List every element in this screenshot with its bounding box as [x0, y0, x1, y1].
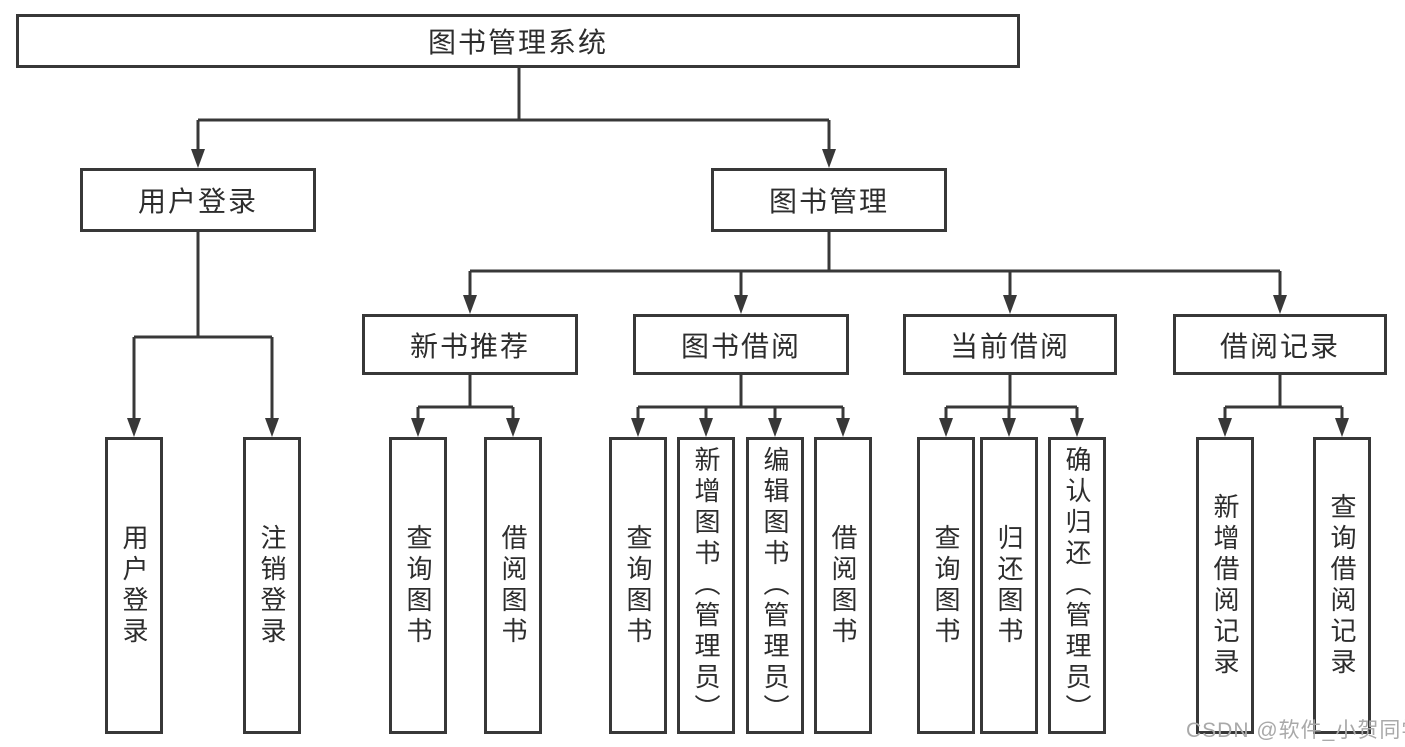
node-current-borrow: 当前借阅	[903, 314, 1117, 375]
watermark: CSDN @软件_小贺同学	[1186, 719, 1405, 742]
node-current-borrow-label: 当前借阅	[949, 330, 1070, 362]
node-book-borrow: 图书借阅	[633, 314, 849, 375]
node-root: 图书管理系统	[16, 14, 1020, 68]
leaf-cb-return-books: 归还图书	[980, 437, 1038, 734]
leaf-bb-borrow-books: 借阅图书	[814, 437, 872, 734]
node-user-login-label: 用户登录	[137, 186, 258, 217]
node-new-book-recommend: 新书推荐	[362, 314, 578, 375]
node-book-management-label: 图书管理	[768, 186, 889, 217]
node-book-borrow-label: 图书借阅	[680, 330, 801, 362]
node-borrow-records: 借阅记录	[1173, 314, 1387, 375]
leaf-user-login: 用户登录	[105, 437, 163, 734]
node-root-label: 图书管理系统	[427, 27, 608, 58]
node-new-book-recommend-label: 新书推荐	[409, 330, 530, 362]
leaf-br-query-record: 查询借阅记录	[1313, 437, 1371, 734]
leaf-cb-confirm-return-admin: 确认归还（管理员）	[1048, 437, 1106, 734]
leaf-logout: 注销登录	[243, 437, 301, 734]
arrowheads	[127, 149, 1349, 437]
leaf-nbr-query-books: 查询图书	[389, 437, 447, 734]
node-borrow-records-label: 借阅记录	[1219, 330, 1340, 362]
node-book-management: 图书管理	[711, 168, 947, 232]
leaf-bb-add-books-admin: 新增图书（管理员）	[677, 437, 735, 734]
node-user-login: 用户登录	[80, 168, 316, 232]
leaf-nbr-borrow-books: 借阅图书	[484, 437, 542, 734]
leaf-bb-edit-books-admin: 编辑图书（管理员）	[746, 437, 804, 734]
leaf-br-add-record: 新增借阅记录	[1196, 437, 1254, 734]
leaf-bb-query-books: 查询图书	[609, 437, 667, 734]
leaf-cb-query-books: 查询图书	[917, 437, 975, 734]
